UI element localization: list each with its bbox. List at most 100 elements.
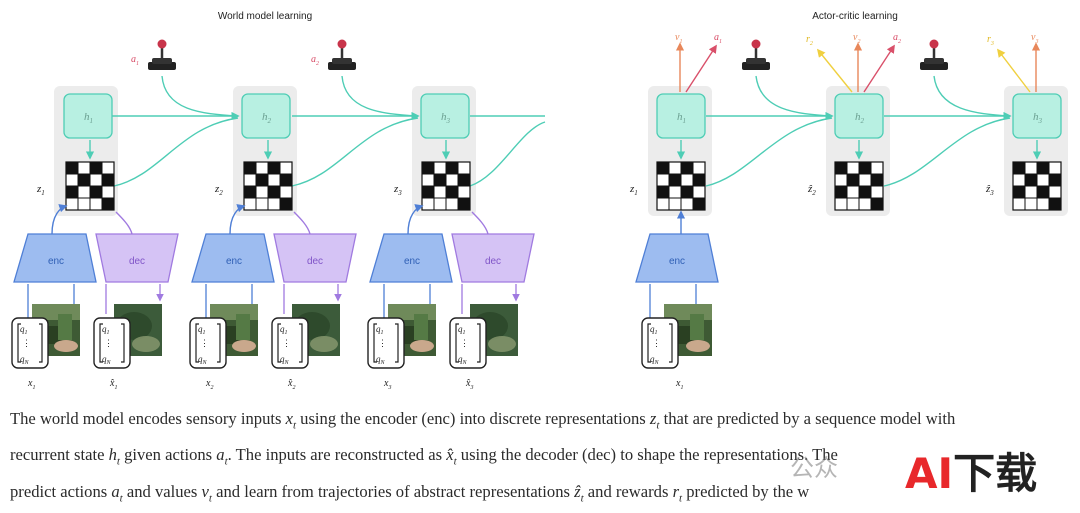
- svg-text:qN: qN: [458, 354, 468, 366]
- world-h2-label: h2: [262, 111, 272, 125]
- svg-text:q1: q1: [458, 324, 466, 336]
- actor-z1-grid: [656, 161, 706, 211]
- actor-joystick-2: [918, 38, 950, 72]
- world-h3-box: [420, 93, 470, 139]
- world-decoder-1: [95, 233, 179, 283]
- actor-v1-label: v1: [675, 32, 682, 45]
- svg-text:qN: qN: [650, 354, 660, 366]
- caption-line-3: predict actions at and values vt and lea…: [10, 481, 810, 504]
- diagram-figure: World model learning Actor-critic learni…: [11, 11, 1068, 391]
- world-xhat1-label: x̂1: [109, 378, 117, 391]
- world-decoder-2: [273, 233, 357, 283]
- svg-text:⋮: ⋮: [22, 338, 31, 348]
- world-encoder-2: [191, 233, 275, 283]
- actor-a2-label: a2: [893, 32, 901, 45]
- world-a1-label: a1: [131, 54, 139, 67]
- actor-h2-label: h2: [855, 111, 865, 125]
- svg-text:⋮: ⋮: [104, 338, 113, 348]
- actor-z3-grid: [1012, 161, 1062, 211]
- world-x3-label: x3: [383, 378, 391, 391]
- world-dec1-out: [105, 284, 160, 314]
- svg-text:q1: q1: [376, 324, 384, 336]
- world-xhat2-label: x̂2: [287, 378, 295, 391]
- actor-a1-label: a1: [714, 32, 722, 45]
- world-z3-out: [469, 121, 546, 187]
- actor-a1-arrow: [685, 44, 717, 93]
- world-enc3-to-z3: [407, 204, 424, 235]
- actor-a2-to-h3: [933, 75, 1011, 117]
- card-hat-1-content: q1 ⋮ qN: [102, 324, 113, 366]
- actor-h3-label: h3: [1033, 111, 1043, 125]
- actor-enc-1-label: enc: [669, 256, 685, 267]
- world-z2-label: z2: [214, 183, 223, 197]
- world-x3-to-enc: [383, 284, 431, 318]
- world-x1-label: x1: [27, 378, 35, 391]
- svg-text:⋮: ⋮: [378, 338, 387, 348]
- svg-text:⋮: ⋮: [282, 338, 291, 348]
- world-dec-2-label: dec: [307, 256, 323, 267]
- svg-text:qN: qN: [376, 354, 386, 366]
- svg-text:q1: q1: [280, 324, 288, 336]
- world-encoder-3: [369, 233, 453, 283]
- actor-r3-label: r3: [987, 34, 994, 47]
- world-xhat3-label: x̂3: [465, 378, 473, 391]
- svg-text:q1: q1: [20, 324, 28, 336]
- figure-caption: The world model encodes sensory inputs x…: [10, 404, 1070, 513]
- world-dec-1-label: dec: [129, 256, 145, 267]
- actor-v2-label: v2: [853, 32, 860, 45]
- watermark-wechat-text: 公众: [790, 454, 838, 482]
- world-enc-1-label: enc: [48, 256, 64, 267]
- world-z3-to-dec3: [471, 211, 489, 235]
- actor-z1-to-h2: [705, 117, 833, 187]
- world-h3-label: h3: [441, 111, 451, 125]
- actor-h1-box: [656, 93, 706, 139]
- actor-a2-arrow: [863, 44, 895, 93]
- world-z3-label: z3: [393, 183, 402, 197]
- svg-text:qN: qN: [102, 354, 112, 366]
- world-z2-to-dec2: [293, 211, 311, 235]
- watermark-ai-logo: AI下载: [905, 448, 1037, 500]
- actor-x1-label: x1: [675, 378, 683, 391]
- card-contents: q1 ⋮ qN q1 ⋮ qN q1 ⋮ qN q1 ⋮ qN q1 ⋮ qN …: [20, 324, 661, 366]
- world-decoder-3: [451, 233, 535, 283]
- actor-x1-to-enc: [649, 284, 697, 318]
- world-h1-label: h1: [84, 111, 93, 125]
- actor-v3-label: v3: [1031, 32, 1038, 45]
- svg-text:⋮: ⋮: [460, 338, 469, 348]
- world-enc2-to-z2: [229, 204, 246, 235]
- caption-line-2: recurrent state ht given actions at. The…: [10, 445, 838, 468]
- svg-text:q1: q1: [650, 324, 658, 336]
- world-encoder-1: [13, 233, 97, 283]
- world-enc-2-label: enc: [226, 256, 242, 267]
- world-enc-3-label: enc: [404, 256, 420, 267]
- actor-r3-arrow: [996, 48, 1031, 93]
- actor-z2-grid: [834, 161, 884, 211]
- world-dec-3-label: dec: [485, 256, 501, 267]
- actor-r2-label: r2: [806, 34, 813, 47]
- world-z3-grid: [421, 161, 471, 211]
- world-x1-to-enc: [27, 284, 75, 318]
- world-joystick-1: [146, 38, 178, 72]
- card-hat-2-content: q1 ⋮ qN: [280, 324, 291, 366]
- actor-h2-box: [834, 93, 884, 139]
- world-h1-box: [63, 93, 113, 139]
- world-dec2-out: [283, 284, 338, 314]
- world-enc1-to-z1: [51, 204, 68, 235]
- world-x2-to-enc: [205, 284, 253, 318]
- watermark-ai-letters: AI: [905, 449, 954, 498]
- world-z2-grid: [243, 161, 293, 211]
- world-model-title: World model learning: [218, 11, 312, 22]
- world-x2-label: x2: [205, 378, 213, 391]
- card-2-content: q1 ⋮ qN: [198, 324, 209, 366]
- actor-z3-label: ẑ3: [985, 183, 994, 197]
- world-dec3-out: [461, 284, 516, 314]
- card-hat-3-content: q1 ⋮ qN: [458, 324, 469, 366]
- svg-text:⋮: ⋮: [652, 338, 661, 348]
- world-z2-to-h3: [291, 117, 419, 187]
- svg-text:qN: qN: [20, 354, 30, 366]
- world-a1-to-h2: [161, 75, 239, 117]
- world-z1-to-h2: [113, 117, 239, 187]
- world-h2-box: [241, 93, 291, 139]
- actor-z1-label: z1: [629, 183, 638, 197]
- world-joystick-2: [326, 38, 358, 72]
